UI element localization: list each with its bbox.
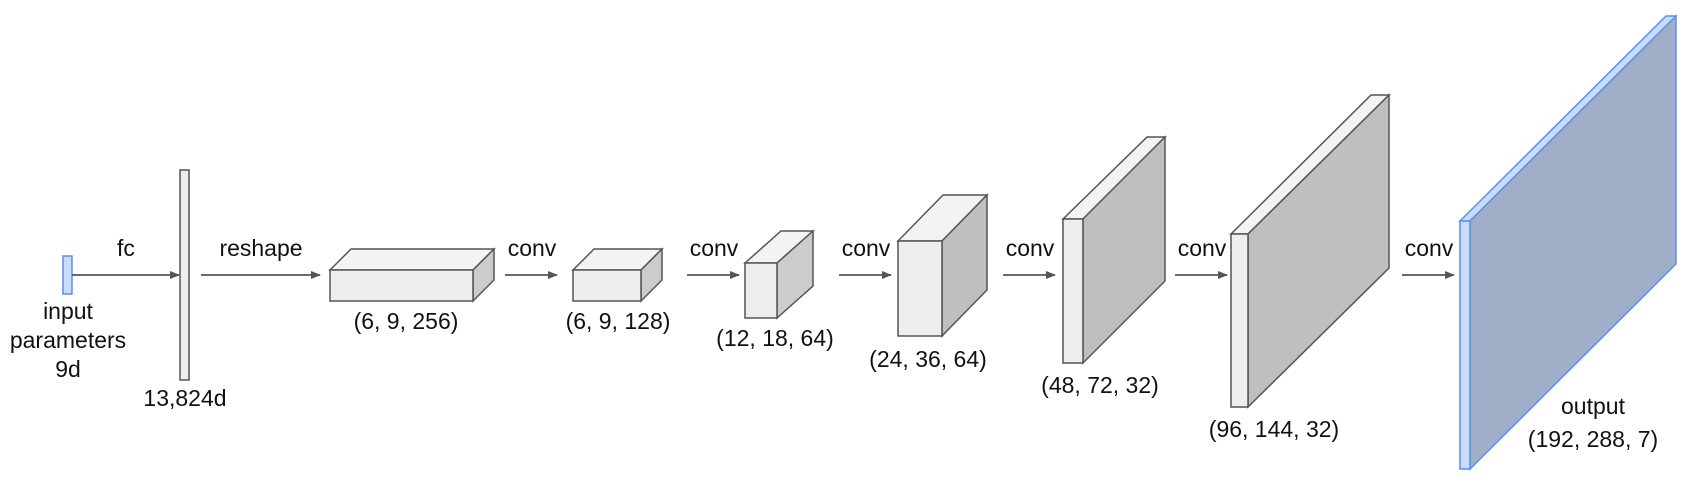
input-label-line-2: parameters xyxy=(10,327,126,353)
block-6x9x128 xyxy=(571,247,664,303)
conv-label-6: conv xyxy=(1405,235,1454,261)
block-12x18x64 xyxy=(743,229,815,320)
block-24x36x64 xyxy=(896,193,989,338)
conv-label-2: conv xyxy=(690,235,739,261)
block-96x144x32 xyxy=(1229,93,1391,409)
input-vector xyxy=(62,255,73,295)
block-6x9x256 xyxy=(328,247,496,303)
block-1-label: (6, 9, 256) xyxy=(354,308,459,334)
block-48x72x32 xyxy=(1061,135,1167,365)
input-label-line-1: input xyxy=(43,298,93,324)
fc-label: fc xyxy=(117,235,135,261)
output-shape: (192, 288, 7) xyxy=(1528,426,1658,452)
reshape-label: reshape xyxy=(219,235,302,261)
conv-label-5: conv xyxy=(1178,235,1227,261)
conv-label-4: conv xyxy=(1006,235,1055,261)
output-title: output xyxy=(1561,393,1626,419)
block-5-label: (48, 72, 32) xyxy=(1041,372,1159,398)
conv-label-3: conv xyxy=(842,235,891,261)
block-2-label: (6, 9, 128) xyxy=(566,308,671,334)
fc-layer-label: 13,824d xyxy=(143,385,226,411)
block-3-label: (12, 18, 64) xyxy=(716,325,834,351)
input-label-line-3: 9d xyxy=(55,356,81,382)
block-6-label: (96, 144, 32) xyxy=(1209,416,1339,442)
output-block xyxy=(1458,14,1678,471)
block-4-label: (24, 36, 64) xyxy=(869,346,987,372)
conv-label-1: conv xyxy=(508,235,557,261)
fc-layer xyxy=(179,169,190,381)
